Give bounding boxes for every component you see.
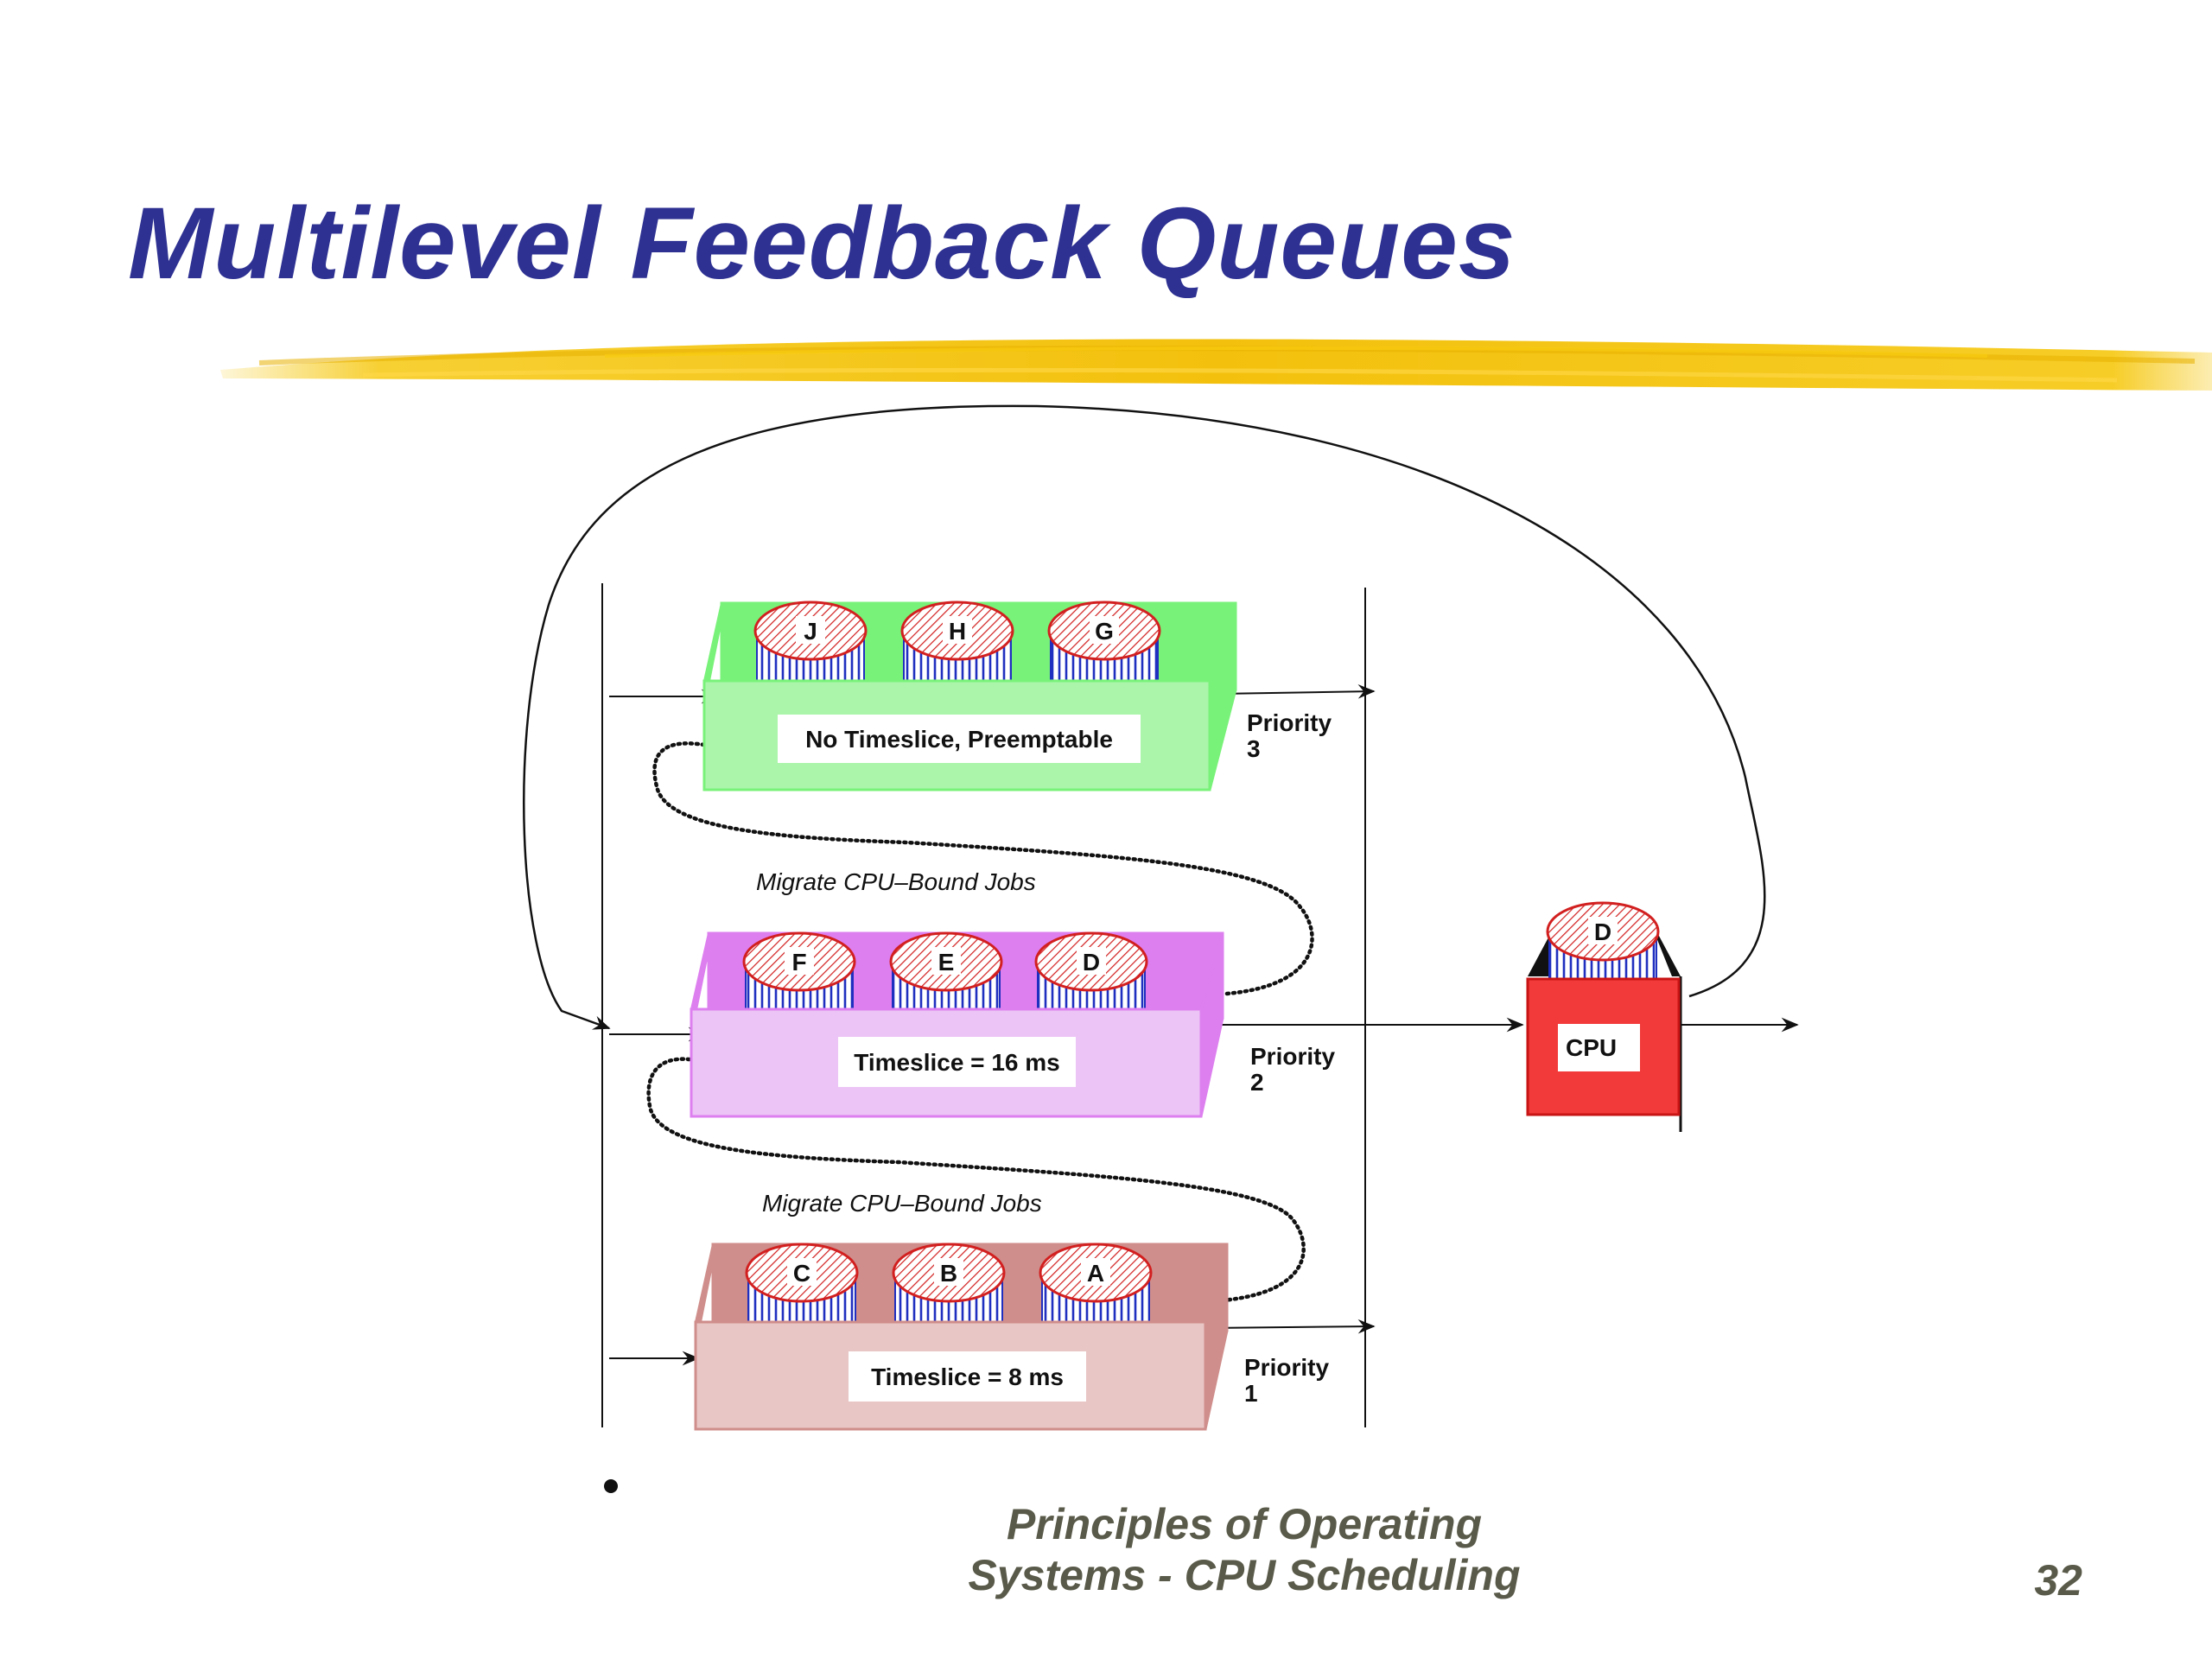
job-disk-h: H [900, 601, 1014, 683]
bullet-point [604, 1479, 618, 1493]
cpu-label-box [1558, 1024, 1640, 1071]
queue-label-box [778, 715, 1141, 763]
job-label-c: C [793, 1260, 810, 1287]
cpu-block: D CPU [1526, 901, 1682, 1132]
queue-label: No Timeslice, Preemptable [805, 726, 1113, 753]
job-label-f: F [791, 949, 806, 976]
priority-number: 1 [1244, 1380, 1258, 1407]
highlighter-stroke [220, 339, 2212, 391]
slide-title: Multilevel Feedback Queues [128, 187, 1516, 301]
job-label-b: B [940, 1260, 957, 1287]
job-disk-c: C [745, 1243, 859, 1325]
job-label-h: H [949, 618, 966, 645]
job-label-d: D [1083, 949, 1100, 976]
footer-line-2: Systems - CPU Scheduling [968, 1551, 1521, 1599]
job-label-j: J [804, 618, 817, 645]
footer-caption: Principles of Operating Systems - CPU Sc… [760, 1499, 1728, 1601]
job-disk-b: B [892, 1243, 1006, 1325]
queue-label-box [849, 1351, 1086, 1402]
feedback-loop-arrow [523, 404, 1766, 1030]
priority-label: Priority [1247, 709, 1332, 736]
priority-label: Priority [1244, 1354, 1329, 1381]
priority-label: Priority [1250, 1043, 1335, 1070]
job-disk-a: A [1039, 1243, 1153, 1325]
cpu-job-label: D [1594, 918, 1611, 945]
page-number: 32 [2034, 1556, 2082, 1605]
output-arrow-q3 [1217, 683, 1376, 699]
queue-label: Timeslice = 8 ms [871, 1363, 1064, 1390]
output-arrow-q1 [1205, 1319, 1376, 1334]
job-disk-g: G [1047, 601, 1161, 683]
cpu-label: CPU [1566, 1034, 1617, 1061]
job-label-g: G [1095, 618, 1114, 645]
job-disk-f: F [742, 931, 856, 1014]
job-disk-cpu-d: D [1546, 901, 1660, 980]
job-disk-e: E [889, 931, 1003, 1014]
job-disk-d: D [1034, 931, 1148, 1014]
migrate-path-lower [646, 1057, 1306, 1303]
priority-number: 2 [1250, 1069, 1264, 1096]
footer-line-1: Principles of Operating [1006, 1500, 1483, 1548]
priority-number: 3 [1247, 735, 1261, 762]
migrate-path-upper [652, 741, 1314, 996]
job-label-a: A [1087, 1260, 1104, 1287]
queue-label-box [838, 1037, 1076, 1087]
migrate-label-upper: Migrate CPU–Bound Jobs [756, 868, 1036, 895]
queue-label: Timeslice = 16 ms [854, 1049, 1059, 1076]
migrate-label-lower: Migrate CPU–Bound Jobs [762, 1190, 1042, 1217]
job-disk-j: J [753, 601, 868, 683]
job-label-e: E [938, 949, 955, 976]
